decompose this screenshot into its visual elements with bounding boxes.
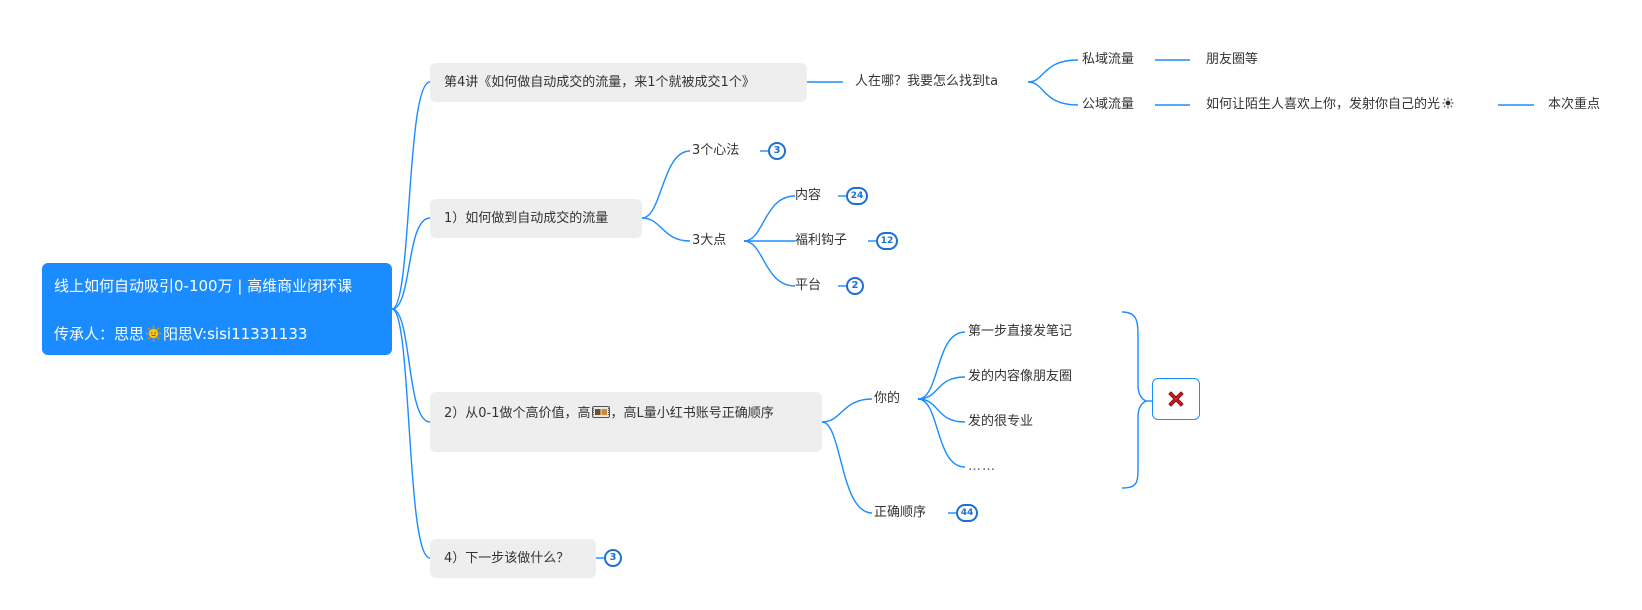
badge-correct-order-count[interactable]: 44 [956, 504, 978, 522]
sun-icon [1442, 97, 1454, 109]
node-public-traffic[interactable]: 公域流量 [1082, 97, 1135, 112]
summary-bracket [1121, 311, 1148, 489]
root-inheritor: 传承人：思思阳思V:sisi11331133 [54, 323, 380, 345]
inheritor-suffix: 阳思V:sisi11331133 [163, 325, 308, 343]
badge-content-count[interactable]: 24 [846, 187, 868, 205]
connector-yours-2 [917, 376, 966, 400]
node-welfare-hook[interactable]: 福利钩子 [795, 233, 848, 248]
connector-child-public [1027, 81, 1079, 106]
connector-yours-4 [917, 398, 966, 468]
sun-face-icon [145, 325, 162, 342]
node-platform[interactable]: 平台 [795, 278, 822, 293]
summary-wrong-marker[interactable] [1152, 378, 1200, 420]
badge-next-step-count[interactable]: 3 [604, 549, 622, 567]
connector-root-b2 [391, 308, 431, 423]
connector-b1-points [641, 217, 691, 242]
connector-root-b4 [391, 308, 431, 559]
connector-b2-yours [821, 398, 873, 423]
branch-4[interactable]: 4）下一步该做什么？ [430, 539, 596, 578]
root-node[interactable]: 线上如何自动吸引0-100万 | 高维商业闭环课 传承人：思思阳思V:sisi1… [42, 263, 392, 355]
branch-1-title: 1）如何做到自动成交的流量 [444, 211, 609, 226]
film-icon [591, 406, 610, 418]
node-moments[interactable]: 朋友圈等 [1206, 52, 1259, 67]
node-key-focus[interactable]: 本次重点 [1548, 97, 1601, 112]
connector-points-platform [743, 240, 796, 287]
node-yours[interactable]: 你的 [874, 391, 901, 406]
connector-root-b1 [391, 217, 431, 310]
connector-b1-mindset [641, 150, 691, 219]
connector-yours-1 [917, 331, 966, 400]
badge-platform-count[interactable]: 2 [846, 277, 864, 295]
branch-2-title-end: ，高L量小红书账号正确顺序 [610, 406, 774, 421]
node-like-moments[interactable]: 发的内容像朋友圈 [968, 369, 1073, 384]
node-correct-order[interactable]: 正确顺序 [874, 505, 927, 520]
branch-4-title: 4）下一步该做什么？ [444, 551, 570, 566]
node-where-people[interactable]: 人在哪？我要怎么找到ta [855, 74, 999, 89]
connector-yours-3 [917, 398, 966, 423]
node-strangers-like-you[interactable]: 如何让陌生人喜欢上你，发射你自己的光 [1206, 96, 1454, 114]
node-strangers-like-you-text: 如何让陌生人喜欢上你，发射你自己的光 [1206, 97, 1441, 112]
badge-mindsets-count[interactable]: 3 [768, 142, 786, 160]
inheritor-prefix: 传承人：思思 [54, 325, 145, 343]
branch-lecture[interactable]: 第4讲《如何做自动成交的流量，来1个就被成交1个》 [430, 63, 807, 102]
connector-b2-correct [821, 421, 873, 514]
branch-lecture-title: 第4讲《如何做自动成交的流量，来1个就被成交1个》 [444, 75, 755, 90]
cross-icon [1168, 391, 1184, 407]
connector-points-content [743, 195, 796, 242]
node-three-mindsets[interactable]: 3个心法 [692, 143, 740, 158]
badge-hook-count[interactable]: 12 [876, 232, 898, 250]
branch-2-title-start: 2）从0-1做个高价值，高 [444, 406, 591, 421]
node-post-directly[interactable]: 第一步直接发笔记 [968, 324, 1073, 339]
node-three-points[interactable]: 3大点 [692, 233, 727, 248]
connector-child-private [1027, 59, 1079, 83]
node-content[interactable]: 内容 [795, 188, 822, 203]
node-private-traffic[interactable]: 私域流量 [1082, 52, 1135, 67]
branch-2[interactable]: 2）从0-1做个高价值，高 ，高L量小红书账号正确顺序 [430, 392, 822, 452]
node-too-professional[interactable]: 发的很专业 [968, 414, 1034, 429]
branch-1[interactable]: 1）如何做到自动成交的流量 [430, 199, 642, 238]
root-title: 线上如何自动吸引0-100万 | 高维商业闭环课 [54, 277, 353, 295]
node-ellipsis[interactable]: …… [968, 459, 996, 474]
connector-root-lecture [391, 81, 431, 310]
